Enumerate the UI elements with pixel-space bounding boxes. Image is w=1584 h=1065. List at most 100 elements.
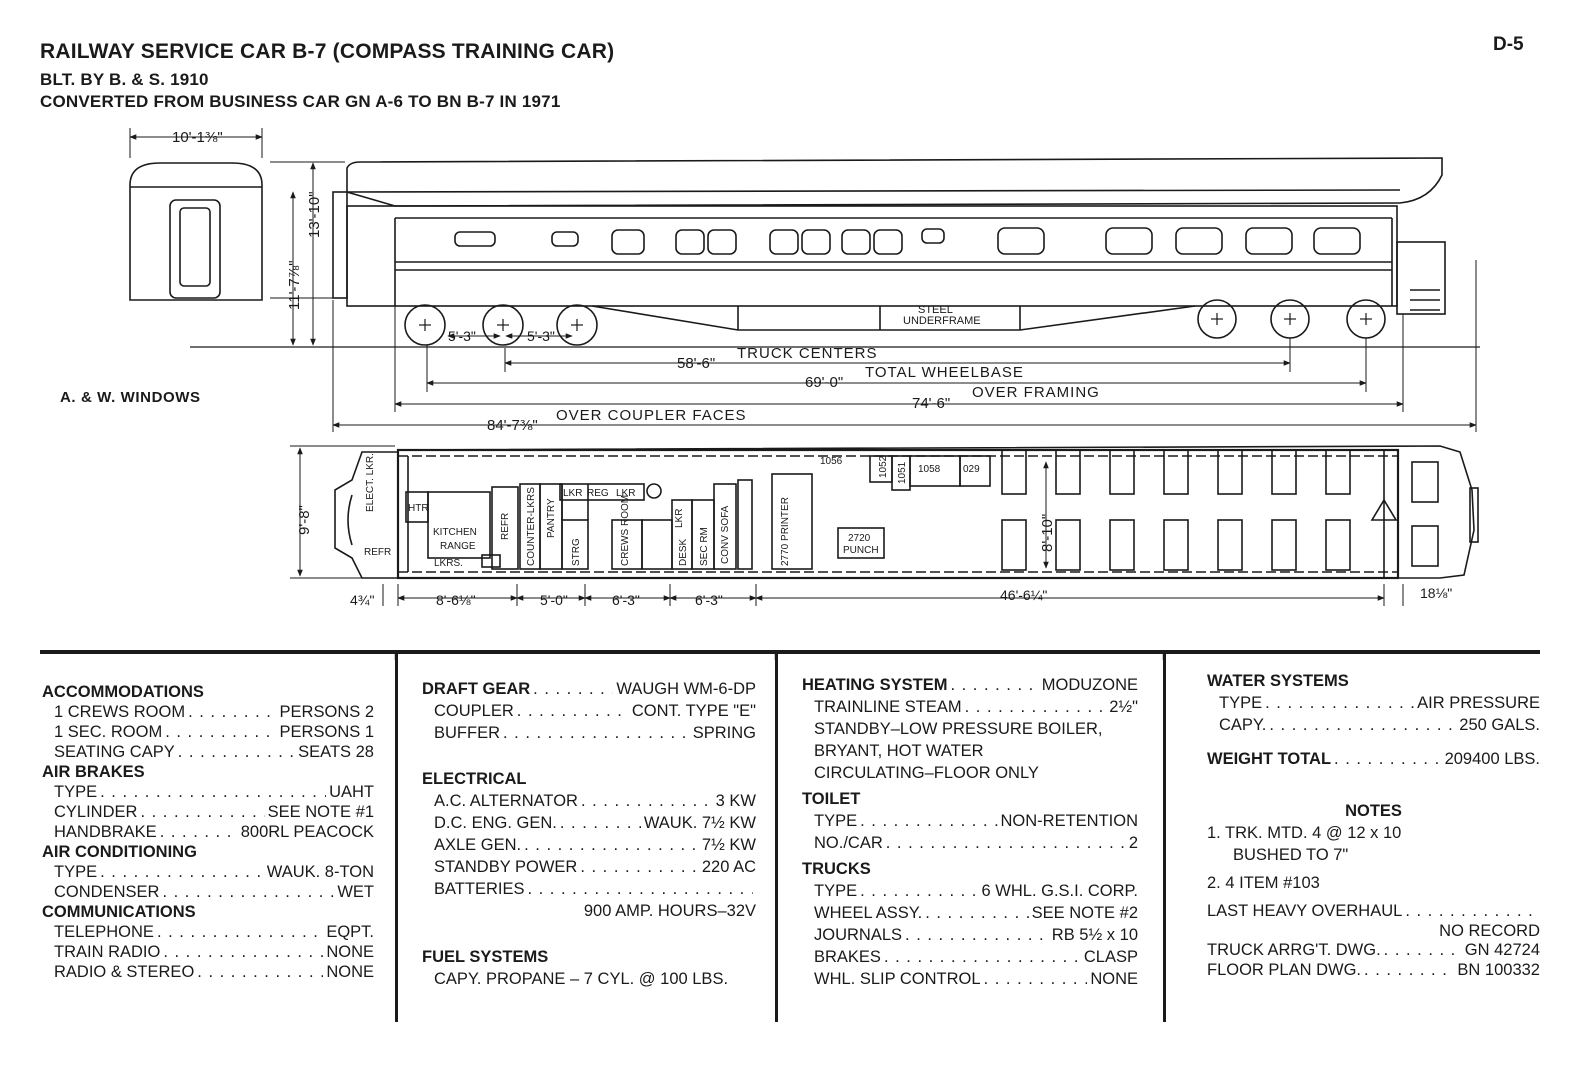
spec-key: TRAIN RADIO [54, 943, 161, 961]
spec-key: 1 CREWS ROOM [54, 703, 186, 721]
dim-framing: 74'-6" [912, 395, 950, 412]
spec-value: UAHT [329, 783, 374, 801]
dim-height-rail: 13'-10" [306, 191, 323, 238]
spec-train-radio: TRAIN RADIO NONE [42, 942, 374, 962]
spec-key: TYPE [1219, 694, 1263, 712]
spec-value: AIR PRESSURE [1417, 694, 1540, 712]
spec-axle-gen: AXLE GEN.7½ KW [422, 834, 756, 856]
spec-stereo: RADIO & STEREO NONE [42, 962, 374, 982]
col-divider-1 [395, 654, 398, 1022]
spec-per-car: NO./CAR2 [802, 832, 1138, 854]
spec-key: RADIO & STEREO [54, 963, 195, 981]
spec-key: BRAKES [814, 948, 881, 966]
spec-batteries: BATTERIES [422, 878, 756, 900]
section-trucks: TRUCKS [802, 860, 871, 878]
section-accommodations: ACCOMMODATIONS [42, 683, 204, 701]
spec-value: NONE [326, 963, 374, 981]
spec-key: TELEPHONE [54, 923, 154, 941]
spec-dc-gen: D.C. ENG. GEN. WAUK. 7½ KW [422, 812, 756, 834]
spec-journals: JOURNALSRB 5½ x 10 [802, 924, 1138, 946]
room-lkr-3: LKR [674, 509, 685, 528]
spec-value: NONE [1090, 970, 1138, 988]
label-coupler: OVER COUPLER FACES [556, 407, 747, 424]
spec-wheel-assy: WHEEL ASSY.SEE NOTE #2 [802, 902, 1138, 924]
dim-end-width: 10'-1⅜" [172, 129, 223, 146]
spec-condenser: CONDENSER WET [42, 882, 374, 902]
spec-key: TYPE [54, 783, 98, 801]
spec-overhaul-value: NO RECORD [1439, 922, 1540, 940]
spec-column-3: HEATING SYSTEMMODUZONE TRAINLINE STEAM2½… [802, 674, 1138, 990]
spec-value: 2½" [1109, 698, 1138, 716]
dim-width-outer: 9'-8" [296, 505, 313, 535]
note-2: 2. 4 ITEM #103 [1207, 874, 1320, 892]
spec-slip-control: WHL. SLIP CONTROLNONE [802, 968, 1138, 990]
spec-key: CONDENSER [54, 883, 160, 901]
spec-key: TYPE [814, 812, 858, 830]
spec-key: DRAFT GEAR [422, 680, 531, 698]
label-wheelbase: TOTAL WHEELBASE [865, 364, 1024, 381]
page-title: RAILWAY SERVICE CAR B-7 (COMPASS TRAININ… [40, 40, 615, 63]
room-crews: CREWS ROOM [620, 495, 631, 566]
spec-draft-gear: DRAFT GEAR WAUGH WM-6-DP [422, 678, 756, 700]
spec-ac-type: TYPEWAUK. 8-TON [42, 862, 374, 882]
room-refr-end: REFR [364, 547, 391, 558]
spec-column-4: WATER SYSTEMS TYPEAIR PRESSURE CAPY.250 … [1207, 670, 1540, 980]
end-view [129, 128, 263, 301]
spec-seating: SEATING CAPYSEATS 28 [42, 742, 374, 762]
underframe-label-2: UNDERFRAME [903, 315, 981, 327]
section-toilet: TOILET [802, 790, 861, 808]
spec-value: WAUGH WM-6-DP [616, 680, 756, 698]
spec-value: 800RL PEACOCK [240, 823, 374, 841]
spec-key: AXLE GEN. [434, 836, 522, 854]
spec-value: NONE [326, 943, 374, 961]
spec-propane: CAPY. PROPANE – 7 CYL. @ 100 LBS. [434, 970, 729, 988]
section-air-conditioning: AIR CONDITIONING [42, 843, 197, 861]
spec-water-type: TYPE AIR PRESSURE [1207, 692, 1540, 714]
windows-label: A. & W. WINDOWS [60, 389, 201, 406]
built-line: BLT. BY B. & S. 1910 [40, 70, 209, 89]
spec-value: SEE NOTE #2 [1031, 904, 1138, 922]
room-reg: REG [587, 488, 609, 499]
spec-value: 250 GALS. [1459, 716, 1540, 734]
floor-plan [290, 445, 1479, 606]
spec-key: NO./CAR [814, 834, 883, 852]
room-lkrs: LKRS. [434, 558, 463, 569]
dim-wheel-spacing-1: 5'-3" [448, 328, 476, 344]
dim-plan-1: 4¾" [350, 592, 374, 608]
room-counter: COUNTER-LKRS [526, 487, 537, 566]
spec-value: WET [337, 883, 374, 901]
room-refr: REFR [500, 513, 511, 540]
spec-key: TYPE [814, 882, 858, 900]
spec-key: 1 SEC. ROOM [54, 723, 163, 741]
equip-1052: 1052 [878, 455, 889, 478]
equip-printer: 2770 PRINTER [780, 497, 791, 566]
spec-key: FLOOR PLAN DWG. [1207, 961, 1362, 979]
spec-value: MODUZONE [1041, 676, 1138, 694]
spec-value: 220 AC [701, 858, 756, 876]
spec-truck-dwg: TRUCK ARRG'T. DWG.GN 42724 [1207, 940, 1540, 960]
notes-heading: NOTES [1345, 802, 1402, 820]
room-elect-lkr: ELECT. LKR. [365, 453, 376, 512]
spec-column-1: ACCOMMODATIONS 1 CREWS ROOMPERSONS 2 1 S… [42, 682, 374, 982]
spec-key: BUFFER [434, 724, 500, 742]
dim-wheel-spacing-2: 5'-3" [527, 328, 555, 344]
spec-key: A.C. ALTERNATOR [434, 792, 578, 810]
spec-value: WAUK. 7½ KW [643, 814, 756, 832]
label-framing: OVER FRAMING [972, 384, 1100, 401]
equip-1051: 1051 [897, 461, 908, 484]
section-air-brakes: AIR BRAKES [42, 763, 145, 781]
spec-key: TYPE [54, 863, 98, 881]
spec-heating: HEATING SYSTEMMODUZONE [802, 674, 1138, 696]
dim-plan-2: 8'-6⅛" [436, 592, 476, 608]
spec-key: COUPLER [434, 702, 514, 720]
equip-punch-2: PUNCH [843, 545, 879, 556]
spec-key: D.C. ENG. GEN. [434, 814, 557, 832]
spec-key: CYLINDER [54, 803, 138, 821]
spec-value: EQPT. [326, 923, 374, 941]
room-pantry: PANTRY [546, 498, 557, 538]
spec-key: SEATING CAPY [54, 743, 175, 761]
spec-buffer: BUFFERSPRING [422, 722, 756, 744]
equip-1056: 1056 [820, 456, 843, 467]
room-sec-rm: SEC RM [699, 527, 710, 566]
spec-key: BATTERIES [434, 880, 525, 898]
